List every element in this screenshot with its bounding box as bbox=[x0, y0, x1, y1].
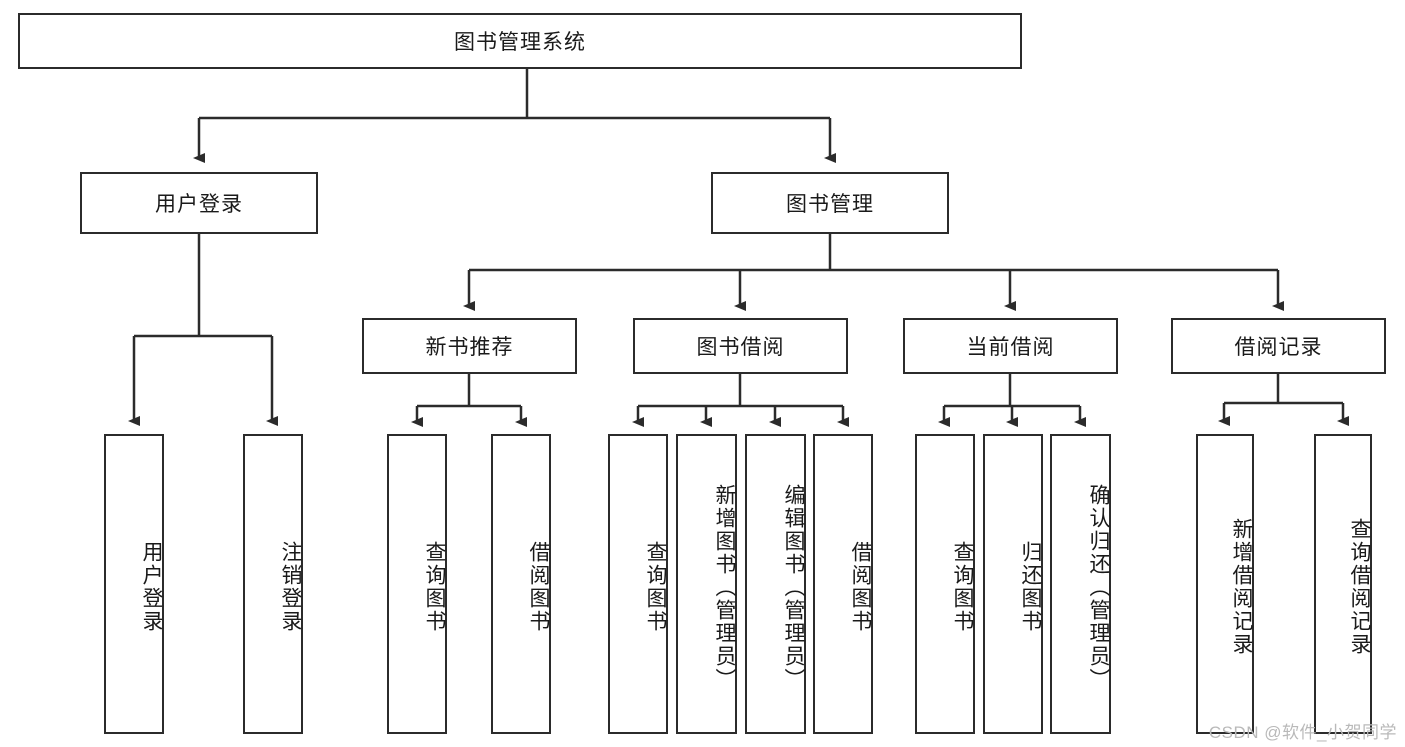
node-user-login[interactable]: 用户登录 bbox=[80, 172, 318, 234]
node-leaf-add-record[interactable]: 新增借阅记录 bbox=[1196, 434, 1254, 734]
node-leaf-confirm-return[interactable]: 确认归还（管理员） bbox=[1050, 434, 1111, 734]
node-book-manage-label: 图书管理 bbox=[786, 193, 874, 216]
node-leaf-logout[interactable]: 注销登录 bbox=[243, 434, 303, 734]
node-borrow-record-label: 借阅记录 bbox=[1234, 336, 1323, 359]
node-book-borrow[interactable]: 图书借阅 bbox=[633, 318, 848, 374]
node-leaf-add-book[interactable]: 新增图书（管理员） bbox=[676, 434, 737, 734]
node-leaf-borrow-book-1[interactable]: 借阅图书 bbox=[491, 434, 551, 734]
node-leaf-query-book-2[interactable]: 查询图书 bbox=[608, 434, 668, 734]
node-leaf-user-login[interactable]: 用户登录 bbox=[104, 434, 164, 734]
node-current-borrow[interactable]: 当前借阅 bbox=[903, 318, 1118, 374]
node-leaf-borrow-book-2-label: 借阅图书 bbox=[849, 541, 872, 633]
node-leaf-confirm-return-label: 确认归还（管理员） bbox=[1087, 483, 1110, 691]
node-leaf-borrow-book-2[interactable]: 借阅图书 bbox=[813, 434, 873, 734]
node-leaf-query-record[interactable]: 查询借阅记录 bbox=[1314, 434, 1372, 734]
node-leaf-query-book-2-label: 查询图书 bbox=[644, 541, 667, 633]
node-leaf-edit-book[interactable]: 编辑图书（管理员） bbox=[745, 434, 806, 734]
node-book-manage[interactable]: 图书管理 bbox=[711, 172, 949, 234]
node-root-label: 图书管理系统 bbox=[454, 31, 586, 54]
node-borrow-record[interactable]: 借阅记录 bbox=[1171, 318, 1386, 374]
node-book-borrow-label: 图书借阅 bbox=[696, 336, 785, 359]
node-user-login-label: 用户登录 bbox=[155, 193, 243, 216]
node-leaf-query-book-1-label: 查询图书 bbox=[423, 541, 446, 633]
node-leaf-query-book-3[interactable]: 查询图书 bbox=[915, 434, 975, 734]
node-leaf-return-book[interactable]: 归还图书 bbox=[983, 434, 1043, 734]
node-leaf-borrow-book-1-label: 借阅图书 bbox=[527, 541, 550, 633]
node-leaf-add-record-label: 新增借阅记录 bbox=[1230, 518, 1253, 656]
node-leaf-query-record-label: 查询借阅记录 bbox=[1348, 518, 1371, 656]
node-leaf-query-book-3-label: 查询图书 bbox=[951, 541, 974, 633]
node-new-book-recommend[interactable]: 新书推荐 bbox=[362, 318, 577, 374]
watermark: CSDN @软件_小贺同学 bbox=[1208, 723, 1397, 742]
node-current-borrow-label: 当前借阅 bbox=[966, 336, 1055, 359]
node-leaf-user-login-label: 用户登录 bbox=[140, 541, 163, 633]
node-leaf-query-book-1[interactable]: 查询图书 bbox=[387, 434, 447, 734]
node-new-book-recommend-label: 新书推荐 bbox=[425, 336, 514, 359]
node-leaf-return-book-label: 归还图书 bbox=[1019, 541, 1042, 633]
node-leaf-edit-book-label: 编辑图书（管理员） bbox=[782, 483, 805, 691]
node-leaf-logout-label: 注销登录 bbox=[279, 541, 302, 633]
node-root[interactable]: 图书管理系统 bbox=[18, 13, 1022, 69]
node-leaf-add-book-label: 新增图书（管理员） bbox=[713, 483, 736, 691]
